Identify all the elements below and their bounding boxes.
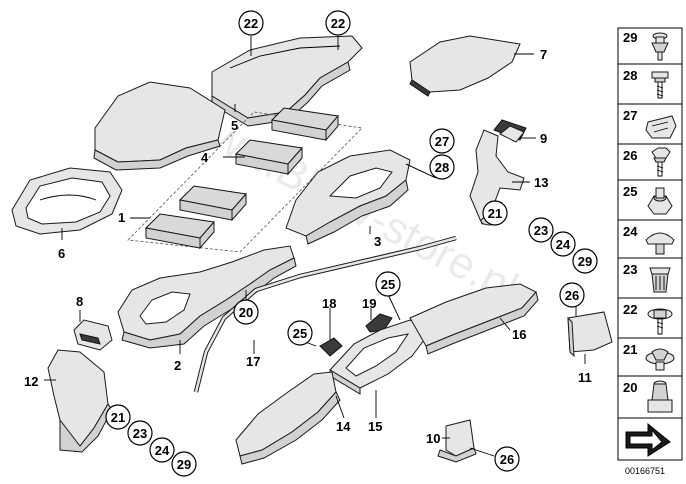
label-2: 2 <box>174 358 181 373</box>
svg-text:20: 20 <box>239 305 253 320</box>
label-3: 3 <box>374 234 381 249</box>
label-13: 13 <box>534 175 548 190</box>
callout-24-b: 24 <box>149 437 175 463</box>
part-15-tray <box>329 319 431 395</box>
part-14-channel <box>235 371 341 465</box>
panel-label-24: 24 <box>623 224 638 239</box>
circle-labels: 22 22 27 28 21 23 24 29 25 18 19 25 26 2… <box>105 10 598 477</box>
callout-26-a: 26 <box>559 282 585 308</box>
svg-text:29: 29 <box>578 254 592 269</box>
svg-text:22: 22 <box>244 16 258 31</box>
panel-label-20: 20 <box>623 380 637 395</box>
washer-screw-icon <box>647 308 673 335</box>
part-3-duct <box>285 149 411 245</box>
svg-text:21: 21 <box>488 206 502 221</box>
label-6: 6 <box>58 246 65 261</box>
label-16: 16 <box>512 327 526 342</box>
clip-icon <box>645 348 675 371</box>
part-6-frame <box>11 167 123 235</box>
label-7: 7 <box>540 47 547 62</box>
label-18: 18 <box>322 296 336 311</box>
svg-text:23: 23 <box>534 223 548 238</box>
callout-21-a: 21 <box>482 200 508 226</box>
label-1: 1 <box>118 210 125 225</box>
part-18-clip <box>319 337 343 357</box>
push-pin-icon <box>651 32 669 61</box>
callout-22-a: 22 <box>238 10 264 36</box>
svg-text:28: 28 <box>435 160 449 175</box>
part-2-duct <box>117 245 297 349</box>
part-17-seal-strip <box>193 235 457 393</box>
label-12: 12 <box>24 374 38 389</box>
label-19: 19 <box>362 296 376 311</box>
callout-22-b: 22 <box>325 10 351 36</box>
callout-29-b: 29 <box>171 451 197 477</box>
callout-25-a: 25 <box>375 271 401 297</box>
panel-label-29: 29 <box>623 30 637 45</box>
part-16-channel <box>409 283 539 355</box>
part-11-bracket <box>567 311 613 358</box>
label-10: 10 <box>426 431 440 446</box>
direction-arrow-icon <box>625 422 671 457</box>
callout-23-a: 23 <box>528 217 554 243</box>
callout-25-b: 25 <box>287 320 313 346</box>
svg-text:24: 24 <box>556 237 571 252</box>
label-11: 11 <box>578 370 592 385</box>
panel-label-28: 28 <box>623 68 637 83</box>
label-4: 4 <box>201 150 209 165</box>
svg-text:24: 24 <box>155 443 170 458</box>
hex-screw-icon <box>651 147 671 177</box>
part-19-clip <box>365 313 393 333</box>
part-4-housing <box>93 81 226 171</box>
panel-label-25: 25 <box>623 184 637 199</box>
callout-20: 20 <box>233 299 259 325</box>
callout-27: 27 <box>429 128 455 154</box>
callout-21-b: 21 <box>105 404 131 430</box>
svg-text:26: 26 <box>500 452 514 467</box>
callout-29-a: 29 <box>572 248 598 274</box>
svg-text:23: 23 <box>133 426 147 441</box>
svg-text:29: 29 <box>177 457 191 472</box>
leader-lines <box>44 36 586 457</box>
label-8: 8 <box>76 294 83 309</box>
callout-26-b: 26 <box>494 446 520 472</box>
part-9-clip <box>493 119 527 143</box>
label-17: 17 <box>246 354 260 369</box>
svg-text:25: 25 <box>381 277 395 292</box>
nut-icon <box>647 187 673 215</box>
panel-label-23: 23 <box>623 262 637 277</box>
svg-text:22: 22 <box>331 16 345 31</box>
svg-text:21: 21 <box>111 410 125 425</box>
part-1-filter-set <box>127 107 363 253</box>
plain-labels: 1 2 3 4 5 6 7 8 9 10 11 12 13 14 15 16 1… <box>24 47 592 446</box>
grommet-icon <box>647 380 673 413</box>
panel-label-26: 26 <box>623 148 637 163</box>
callout-23-b: 23 <box>127 420 153 446</box>
svg-text:25: 25 <box>293 326 307 341</box>
svg-text:26: 26 <box>565 288 579 303</box>
part-10-bracket <box>437 419 477 463</box>
panel-label-21: 21 <box>623 342 637 357</box>
spring-clip-icon <box>645 115 677 139</box>
part-12-duct <box>47 349 113 453</box>
rivet-cap-icon <box>645 232 675 255</box>
callout-24-a: 24 <box>550 231 576 257</box>
label-14: 14 <box>336 419 351 434</box>
part-8-bracket <box>73 319 113 351</box>
callout-28: 28 <box>429 154 455 180</box>
part-7-lid <box>409 35 521 97</box>
fastener-panel: 29 28 27 26 25 24 23 22 21 20 <box>617 27 683 461</box>
panel-label-22: 22 <box>623 302 637 317</box>
expansion-nut-icon <box>649 267 671 293</box>
panel-label-27: 27 <box>623 108 637 123</box>
label-9: 9 <box>540 131 547 146</box>
label-5: 5 <box>231 118 238 133</box>
svg-text:27: 27 <box>435 134 449 149</box>
screw-icon <box>651 71 669 99</box>
reference-number: 00166751 <box>625 466 665 476</box>
label-15: 15 <box>368 419 382 434</box>
